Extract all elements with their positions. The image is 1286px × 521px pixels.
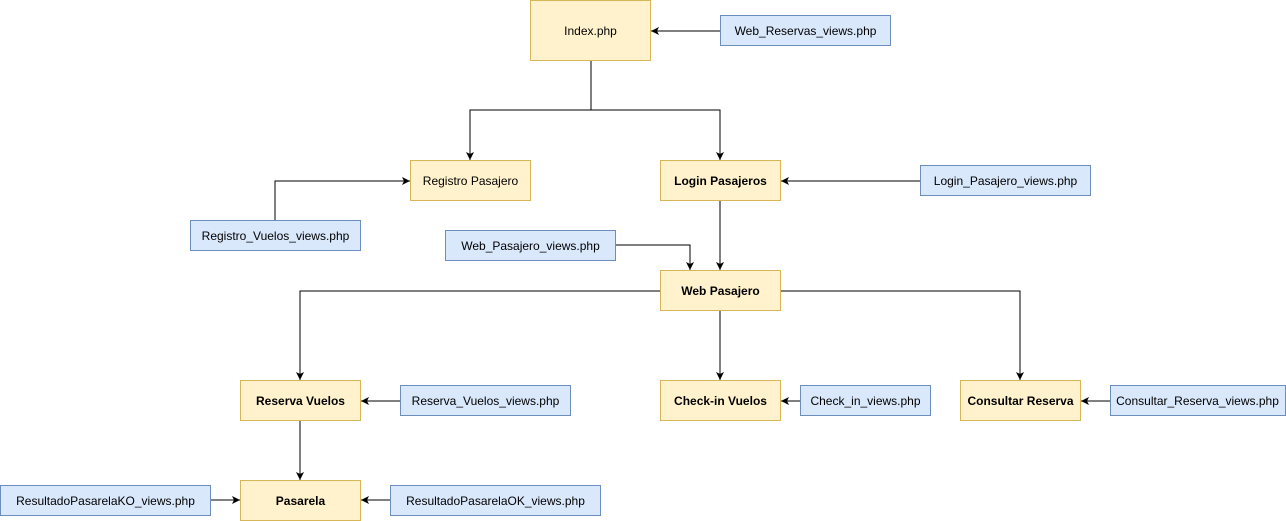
view-pasarela-ok: ResultadoPasarelaOK_views.php	[390, 485, 601, 516]
view-login-pasajero-label: Login_Pasajero_views.php	[934, 174, 1078, 188]
edge-web-view-to-web	[616, 244, 694, 270]
view-web-reservas: Web_Reservas_views.php	[720, 15, 891, 46]
view-consultar-reserva-label: Consultar_Reserva_views.php	[1116, 394, 1279, 408]
node-reserva-vuelos-label: Reserva Vuelos	[256, 394, 345, 408]
view-pasarela-ko: ResultadoPasarelaKO_views.php	[0, 485, 211, 516]
node-check-in-vuelos: Check-in Vuelos	[660, 380, 781, 421]
edge-web-to-reserva	[296, 290, 660, 380]
view-registro-vuelos: Registro_Vuelos_views.php	[190, 220, 361, 251]
node-reserva-vuelos-box	[240, 380, 361, 421]
node-pasarela-label: Pasarela	[276, 494, 326, 508]
node-web-pasajero: Web Pasajero	[660, 270, 781, 311]
view-consultar-reserva-box	[1110, 385, 1286, 416]
view-check-in-label: Check_in_views.php	[810, 394, 920, 408]
view-registro-vuelos-box	[190, 220, 361, 251]
edge-registro-view-to-registro	[274, 177, 410, 220]
view-web-pasajero: Web_Pasajero_views.php	[445, 230, 616, 261]
node-web-pasajero-label: Web Pasajero	[681, 284, 759, 298]
view-pasarela-ko-label: ResultadoPasarelaKO_views.php	[16, 494, 195, 508]
node-check-in-vuelos-label: Check-in Vuelos	[674, 394, 767, 408]
edges	[210, 27, 1110, 504]
node-consultar-reserva: Consultar Reserva	[960, 380, 1081, 421]
node-pasarela-box	[240, 480, 361, 521]
view-web-reservas-label: Web_Reservas_views.php	[735, 24, 877, 38]
view-web-pasajero-box	[445, 230, 616, 261]
node-index: Index.php	[530, 0, 651, 61]
node-index-label: Index.php	[564, 24, 617, 38]
edge-index-to-login	[591, 109, 724, 160]
node-index-box	[530, 0, 651, 61]
view-login-pasajero-box	[920, 165, 1091, 196]
node-check-in-vuelos-box	[660, 380, 781, 421]
view-check-in-box	[800, 385, 931, 416]
view-pasarela-ko-box	[0, 485, 211, 516]
node-consultar-reserva-label: Consultar Reserva	[967, 394, 1073, 408]
node-pasarela: Pasarela	[240, 480, 361, 521]
view-reserva-vuelos-label: Reserva_Vuelos_views.php	[412, 394, 560, 408]
view-pasarela-ok-box	[390, 485, 601, 516]
node-login-pasajeros-box	[660, 160, 781, 201]
view-consultar-reserva: Consultar_Reserva_views.php	[1110, 385, 1286, 416]
view-login-pasajero: Login_Pasajero_views.php	[920, 165, 1091, 196]
view-web-reservas-box	[720, 15, 891, 46]
node-login-pasajeros: Login Pasajeros	[660, 160, 781, 201]
node-reserva-vuelos: Reserva Vuelos	[240, 380, 361, 421]
view-check-in: Check_in_views.php	[800, 385, 931, 416]
view-registro-vuelos-label: Registro_Vuelos_views.php	[202, 229, 350, 243]
node-registro-pasajero-label: Registro Pasajero	[423, 174, 519, 188]
node-registro-pasajero: Registro Pasajero	[410, 160, 531, 201]
edge-index-to-registro	[466, 61, 592, 160]
view-reserva-vuelos: Reserva_Vuelos_views.php	[400, 385, 571, 416]
node-web-pasajero-box	[660, 270, 781, 311]
view-pasarela-ok-label: ResultadoPasarelaOK_views.php	[406, 494, 585, 508]
view-reserva-vuelos-box	[400, 385, 571, 416]
edge-web-to-consultar	[780, 290, 1024, 380]
view-web-pasajero-label: Web_Pasajero_views.php	[461, 239, 600, 253]
node-consultar-reserva-box	[960, 380, 1081, 421]
node-login-pasajeros-label: Login Pasajeros	[674, 174, 767, 188]
node-registro-pasajero-box	[410, 160, 531, 201]
